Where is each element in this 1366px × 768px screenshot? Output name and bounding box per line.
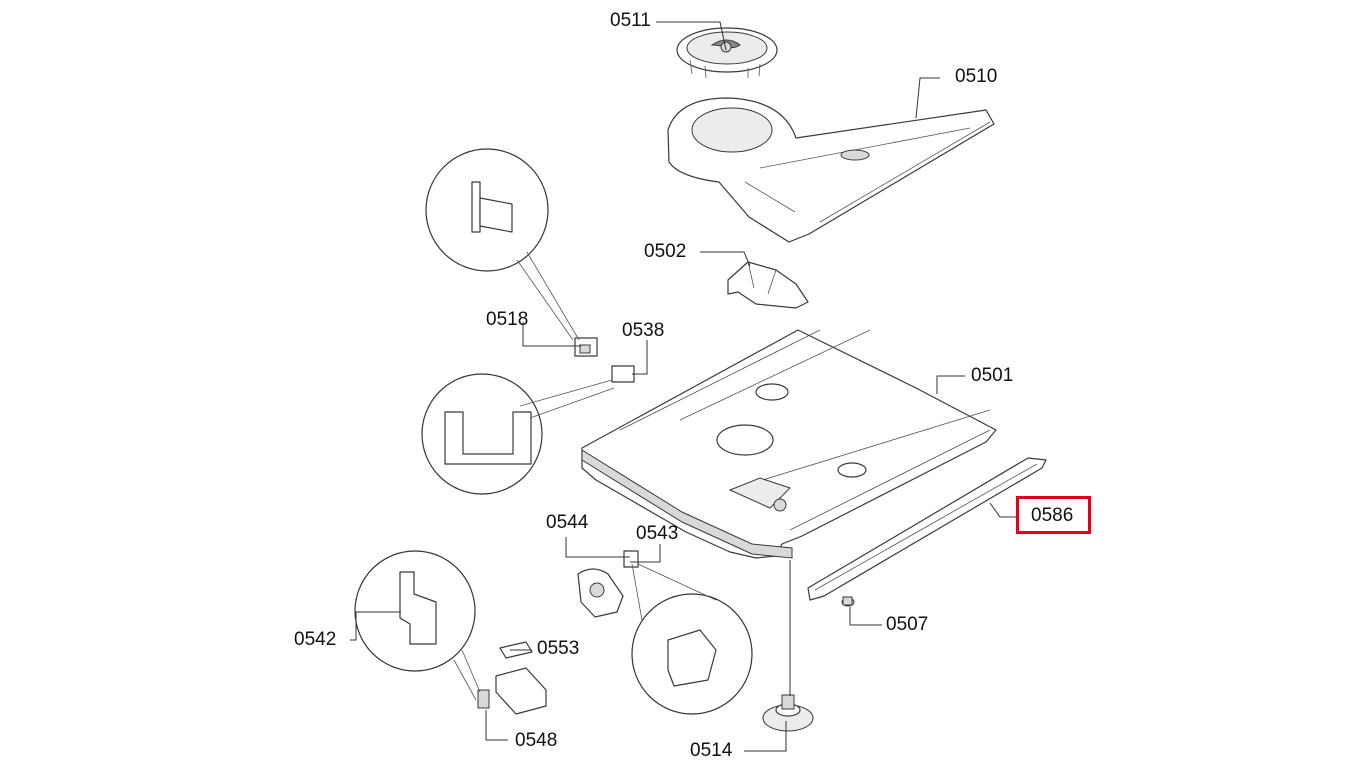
- label-0518: 0518: [486, 309, 529, 330]
- part-0518-latch: [574, 337, 598, 357]
- part-0510-duct-cover: [667, 97, 995, 243]
- label-0543: 0543: [636, 523, 679, 544]
- label-0510: 0510: [955, 66, 998, 87]
- label-0507: 0507: [886, 614, 929, 635]
- part-0502-bracket: [727, 261, 809, 309]
- part-0514-foot: [762, 694, 814, 732]
- label-0501: 0501: [971, 365, 1014, 386]
- callout-0542: [354, 550, 481, 701]
- label-0538: 0538: [622, 320, 665, 341]
- part-0553-0548-switch: [477, 641, 547, 715]
- callout-0538: [421, 373, 615, 495]
- highlight-box-0586: [1016, 496, 1091, 534]
- label-0548: 0548: [515, 730, 558, 751]
- part-0538-clip: [611, 365, 635, 383]
- callout-0543: [631, 563, 753, 715]
- part-0543-clip: [623, 550, 639, 568]
- label-0511: 0511: [610, 10, 651, 31]
- label-0502: 0502: [644, 241, 687, 262]
- label-0544: 0544: [546, 512, 589, 533]
- leader-lines: [350, 21, 1016, 752]
- part-0544-thermostat: [577, 568, 624, 618]
- part-0586-rail: [807, 457, 1047, 601]
- part-0501-base-plate: [581, 329, 997, 559]
- part-0511-fan-wheel: [676, 27, 778, 79]
- label-0586: 0586: [1031, 505, 1074, 526]
- part-0507-screw: [841, 596, 855, 607]
- label-0553: 0553: [537, 638, 580, 659]
- label-0542: 0542: [294, 629, 337, 650]
- label-0514: 0514: [690, 740, 733, 761]
- callout-0518: [425, 148, 580, 341]
